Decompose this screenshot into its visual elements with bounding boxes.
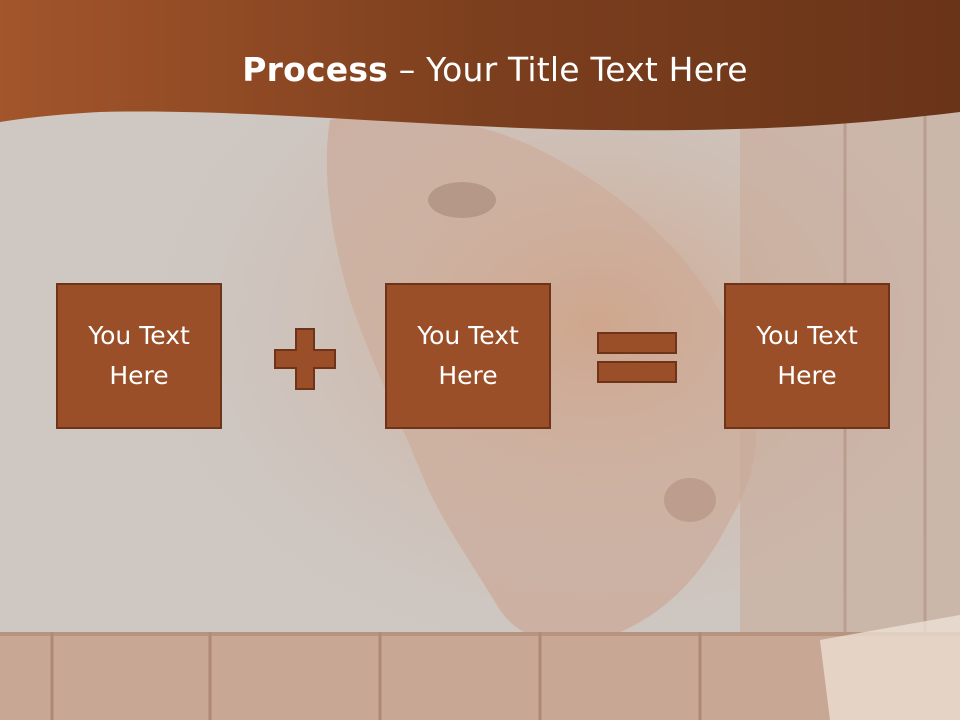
text-box-2[interactable]: You Text Here [385,283,551,429]
text-box-3-label: You Text Here [756,321,858,390]
title-bold: Process [242,50,389,89]
text-box-3[interactable]: You Text Here [724,283,890,429]
plus-icon [274,328,336,390]
slide-title: Process – Your Title Text Here [0,50,960,89]
text-box-1[interactable]: You Text Here [56,283,222,429]
text-box-2-label: You Text Here [417,321,519,390]
text-box-1-label: You Text Here [88,321,190,390]
title-rest: – Your Title Text Here [388,50,748,89]
equals-icon [597,332,677,383]
